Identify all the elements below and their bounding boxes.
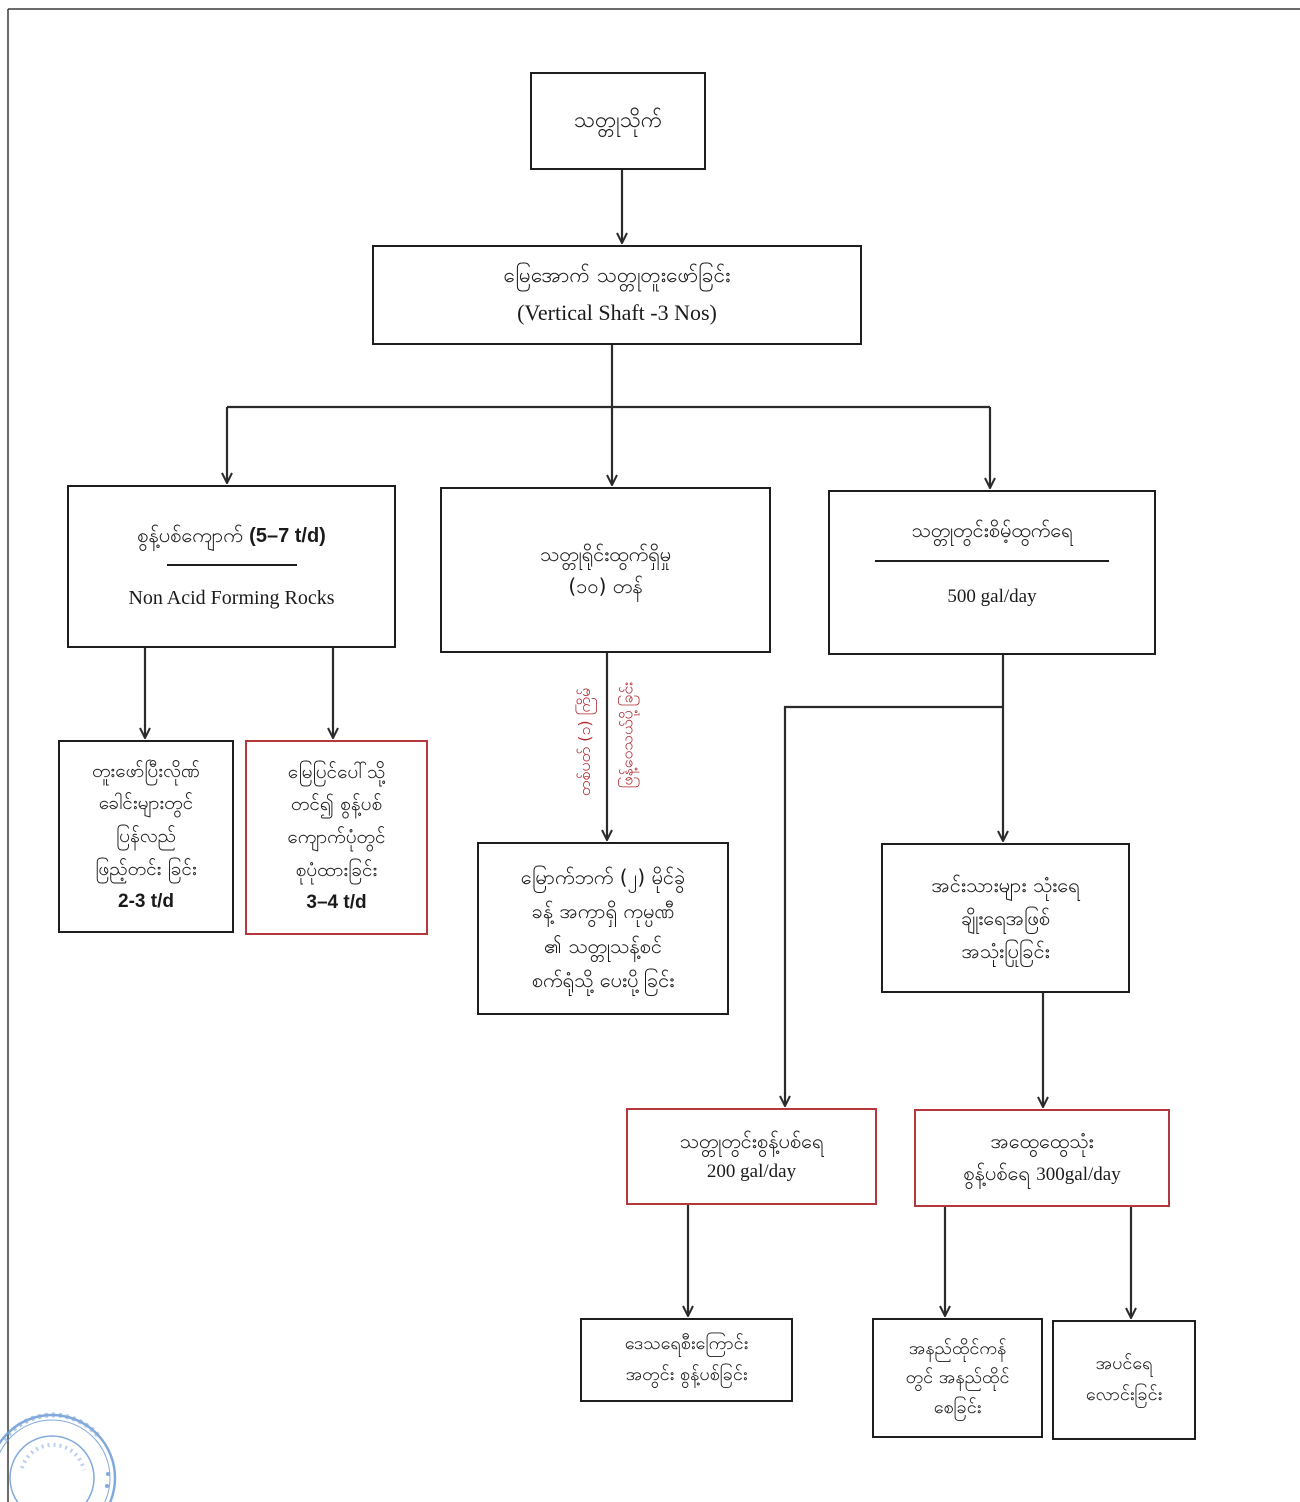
node-backfill: တူးဖော်ပြီးလိုဏ် ခေါင်းများတွင် ပြန်လည် … — [58, 740, 234, 933]
node-stream-discharge: ဒေသရေစီးကြောင်း အတွင်း စွန့်ပစ်ခြင်း — [580, 1318, 793, 1402]
node-general-wastewater-line-2: စွန့်ပစ်ရေ 300gal/day — [963, 1157, 1120, 1191]
node-processing-plant-line-1: မြောက်ဘက် (၂) မိုင်ခွဲ — [520, 864, 686, 889]
node-plant-watering-line-1: အပင်ရေ — [1095, 1353, 1153, 1375]
node-backfill-rate: 2-3 t/d — [118, 890, 174, 912]
node-waste-rock-divider — [166, 564, 297, 566]
node-waste-rock-label: စွန့်ပစ်ကျောက် — [137, 522, 243, 547]
node-mine-wastewater-label: သတ္တုတွင်းစွန့်ပစ်ရေ — [679, 1128, 824, 1153]
node-processing-plant-line-4: စက်ရုံသို့ ပေးပို့ခြင်း — [531, 967, 675, 992]
node-mine-seepage-title: သတ္တုတွင်းစိမ့်ထွက်ရေ — [911, 518, 1073, 542]
transport-frequency-note: တစ်ပတ် (၁) ကြိမ် — [575, 687, 594, 797]
node-waste-rock-rate: (5–7 t/d) — [249, 524, 326, 547]
node-backfill-line-2: ခေါင်းများတွင် — [98, 792, 194, 815]
node-waste-rock-subtitle: Non Acid Forming Rocks — [128, 587, 335, 609]
node-underground-mining-label: မြေအောက် သတ္တုတူးဖော်ခြင်း — [503, 263, 731, 288]
node-surface-dump: မြေပြင်ပေါ်သို့ တင်၍ စွန့်ပစ် ကျောက်ပုံတ… — [245, 740, 428, 935]
node-plant-watering: အပင်ရေ လောင်းခြင်း — [1052, 1320, 1196, 1440]
node-mine-wastewater: သတ္တုတွင်းစွန့်ပစ်ရေ 200 gal/day — [626, 1108, 877, 1205]
node-general-wastewater: အထွေထွေသုံး စွန့်ပစ်ရေ 300gal/day — [914, 1109, 1170, 1207]
node-ore-deposit: သတ္တုသိုက် — [530, 72, 706, 170]
node-resident-use-line-2: ချိုးရေအဖြစ် — [960, 905, 1051, 930]
node-processing-plant-line-2: ခန့် အကွာရှိ ကုမ္ပဏီ — [531, 899, 675, 924]
node-backfill-line-4: ဖြည့်တင်း ခြင်း — [95, 857, 197, 880]
node-ore-output: သတ္တုရိုင်းထွက်ရှိမှု (၁၀) တန် — [440, 487, 771, 653]
node-surface-dump-line-1: မြေပြင်ပေါ်သို့ — [287, 760, 386, 783]
node-mine-seepage-divider — [875, 560, 1109, 563]
node-general-wastewater-rate: 300gal/day — [1036, 1164, 1121, 1186]
node-ore-output-label: သတ္တုရိုင်းထွက်ရှိမှု — [539, 541, 672, 566]
node-settling-pond-line-3: စေခြင်း — [933, 1396, 982, 1418]
node-mine-wastewater-rate: 200 gal/day — [706, 1161, 797, 1183]
node-waste-rock: စွန့်ပစ်ကျောက် (5–7 t/d) Non Acid Formin… — [67, 485, 396, 648]
node-resident-use-line-1: အင်းသားများ သုံးရေ — [931, 872, 1080, 897]
node-surface-dump-line-4: စုပုံထားခြင်း — [295, 858, 378, 881]
node-ore-output-amount: (၁၀) တန် — [568, 574, 643, 598]
node-stream-discharge-line-2: အတွင်း စွန့်ပစ်ခြင်း — [625, 1364, 748, 1385]
node-backfill-line-3: ပြန်လည် — [115, 825, 177, 848]
node-settling-pond: အနည်ထိုင်ကန် တွင် အနည်ထိုင် စေခြင်း — [872, 1318, 1043, 1438]
node-mine-seepage: သတ္တုတွင်းစိမ့်ထွက်ရေ 500 gal/day — [828, 490, 1156, 655]
node-mine-seepage-rate: 500 gal/day — [947, 586, 1037, 608]
node-resident-use: အင်းသားများ သုံးရေ ချိုးရေအဖြစ် အသုံးပြု… — [881, 843, 1130, 993]
node-underground-mining: မြေအောက် သတ္တုတူးဖော်ခြင်း (Vertical Sha… — [372, 245, 862, 345]
node-processing-plant-line-3: ၏ သတ္တုသန့်စင် — [544, 933, 662, 958]
arrow-seepage-to-mine-wastewater — [785, 705, 1003, 1106]
transport-method-note: ဖြန့်ဝေသယ်ပို့ခြင်း — [617, 681, 637, 789]
node-general-wastewater-prefix: စွန့်ပစ်ရေ — [963, 1161, 1030, 1186]
node-surface-dump-line-2: တင်၍ စွန့်ပစ် — [290, 793, 383, 816]
node-surface-dump-line-3: ကျောက်ပုံတွင် — [287, 826, 386, 849]
node-processing-plant: မြောက်ဘက် (၂) မိုင်ခွဲ ခန့် အကွာရှိ ကုမ္… — [477, 842, 729, 1015]
node-settling-pond-line-2: တွင် အနည်ထိုင် — [905, 1367, 1010, 1389]
node-resident-use-line-3: အသုံးပြုခြင်း — [961, 938, 1050, 963]
node-waste-rock-title: စွန့်ပစ်ကျောက် (5–7 t/d) — [137, 519, 326, 552]
node-surface-dump-rate: 3–4 t/d — [306, 891, 367, 913]
official-stamp — [0, 1412, 117, 1502]
node-backfill-line-1: တူးဖော်ပြီးလိုဏ် — [91, 759, 201, 782]
node-settling-pond-line-1: အနည်ထိုင်ကန် — [908, 1338, 1007, 1360]
node-underground-mining-detail: (Vertical Shaft -3 Nos) — [517, 300, 717, 326]
node-stream-discharge-line-1: ဒေသရေစီးကြောင်း — [624, 1333, 749, 1355]
node-ore-deposit-label: သတ္တုသိုက် — [573, 108, 663, 134]
node-general-wastewater-label: အထွေထွေသုံး — [990, 1128, 1094, 1153]
node-plant-watering-line-2: လောင်းခြင်း — [1085, 1384, 1163, 1405]
